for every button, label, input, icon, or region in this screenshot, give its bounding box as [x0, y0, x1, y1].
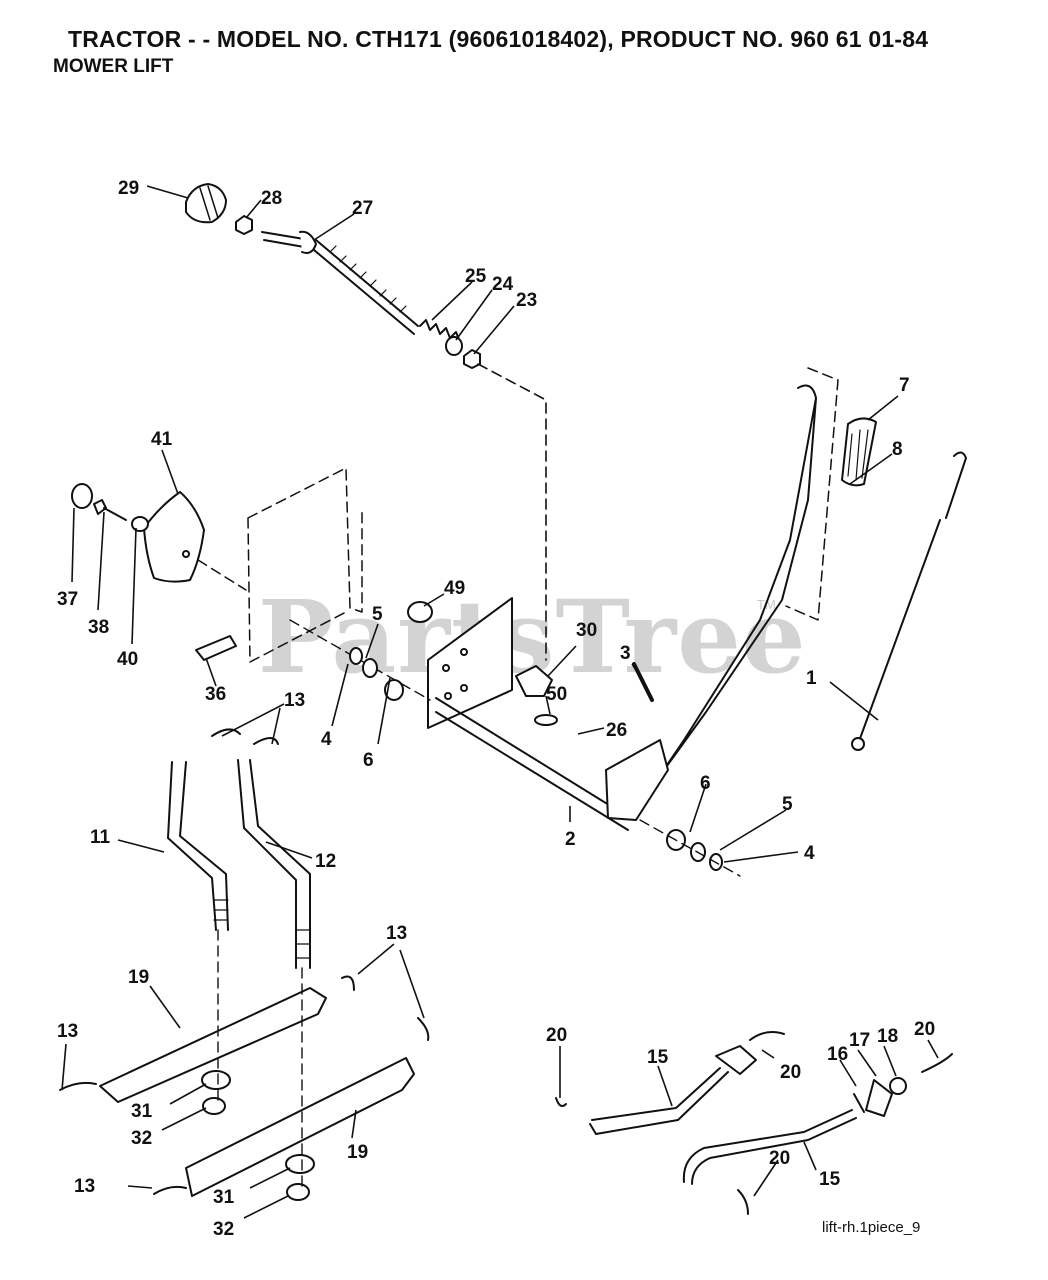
callout-15-lower: 15	[819, 1169, 841, 1190]
callout-17: 17	[849, 1030, 870, 1051]
callout-6-right: 6	[700, 773, 711, 794]
callout-32-upper: 32	[131, 1128, 152, 1149]
callout-12: 12	[315, 851, 336, 872]
callout-29: 29	[118, 178, 139, 199]
part-grip	[841, 417, 877, 487]
part-knob	[185, 183, 227, 224]
callout-31-upper: 31	[131, 1101, 153, 1122]
callout-26: 26	[606, 720, 627, 741]
callout-19-lower: 19	[347, 1142, 368, 1163]
part-bolt	[93, 499, 127, 521]
callout-19-upper: 19	[128, 967, 149, 988]
callout-13-c: 13	[57, 1021, 78, 1042]
callout-31-lower: 31	[213, 1187, 235, 1208]
callout-16: 16	[827, 1044, 848, 1065]
drawing-reference: lift-rh.1piece_9	[822, 1219, 921, 1236]
callout-13-a: 13	[284, 690, 305, 711]
callout-7: 7	[899, 375, 910, 396]
callout-13-b: 13	[386, 923, 407, 944]
part-nut	[235, 215, 253, 235]
callout-1: 1	[806, 668, 817, 689]
part-washer-3	[407, 601, 433, 623]
callout-6-left: 6	[363, 750, 374, 771]
callout-3: 3	[620, 643, 631, 664]
part-nut-2	[463, 349, 481, 369]
part-clip	[195, 635, 237, 661]
callout-4-left: 4	[321, 729, 332, 750]
callout-11: 11	[90, 827, 111, 848]
part-plate	[427, 597, 513, 729]
part-lift-arm-lower	[185, 1057, 415, 1197]
callout-40: 40	[117, 649, 138, 670]
part-lift-lever	[649, 384, 817, 791]
part-cable-rod	[857, 451, 967, 745]
callout-5-upper: 5	[372, 604, 383, 625]
part-lift-arm-upper	[99, 987, 327, 1103]
part-bracket	[143, 491, 205, 583]
part-pin	[632, 662, 654, 702]
part-adjustment-rod-upper	[589, 1067, 729, 1135]
part-swivel	[515, 665, 553, 697]
part-washer	[445, 336, 463, 356]
part-spring	[419, 319, 461, 343]
part-lift-link-left	[167, 761, 229, 931]
part-adjustment-rod-lower	[682, 1109, 857, 1185]
callout-20-b: 20	[780, 1062, 801, 1083]
section-subtitle: MOWER LIFT	[53, 56, 174, 77]
callout-25: 25	[465, 266, 487, 287]
callout-30: 30	[576, 620, 597, 641]
callout-15-upper: 15	[647, 1047, 669, 1068]
callout-20-a: 20	[546, 1025, 567, 1046]
callout-8: 8	[892, 439, 903, 460]
callout-24: 24	[492, 274, 514, 295]
callout-2: 2	[565, 829, 576, 850]
part-threaded-rod	[261, 230, 419, 335]
callout-4-right: 4	[804, 843, 815, 864]
part-hair-pins-2	[555, 1031, 953, 1215]
callout-38: 38	[88, 617, 109, 638]
part-cap	[71, 483, 93, 509]
part-hair-pins	[59, 728, 430, 1195]
part-washer-2	[131, 516, 149, 532]
callout-13-d: 13	[74, 1176, 95, 1197]
callout-27: 27	[352, 198, 373, 219]
callout-18: 18	[877, 1026, 898, 1047]
callout-41: 41	[151, 429, 173, 450]
callout-36: 36	[205, 684, 226, 705]
callout-32-lower: 32	[213, 1219, 234, 1240]
callout-28: 28	[261, 188, 282, 209]
part-washer-4	[534, 714, 558, 726]
callout-37: 37	[57, 589, 78, 610]
callout-23: 23	[516, 290, 537, 311]
part-shaft	[435, 697, 631, 831]
callout-50: 50	[546, 684, 567, 705]
page-title: TRACTOR - - MODEL NO. CTH171 (9606101840…	[68, 26, 929, 52]
callout-5-right: 5	[782, 794, 793, 815]
callout-20-d: 20	[769, 1148, 790, 1169]
callout-labels: 29 28 27 25 24 23 7 8 41 37 38 40 49 5 3…	[57, 178, 935, 1240]
callout-20-c: 20	[914, 1019, 935, 1040]
part-lift-link-right	[237, 759, 311, 969]
callout-49: 49	[444, 578, 465, 599]
